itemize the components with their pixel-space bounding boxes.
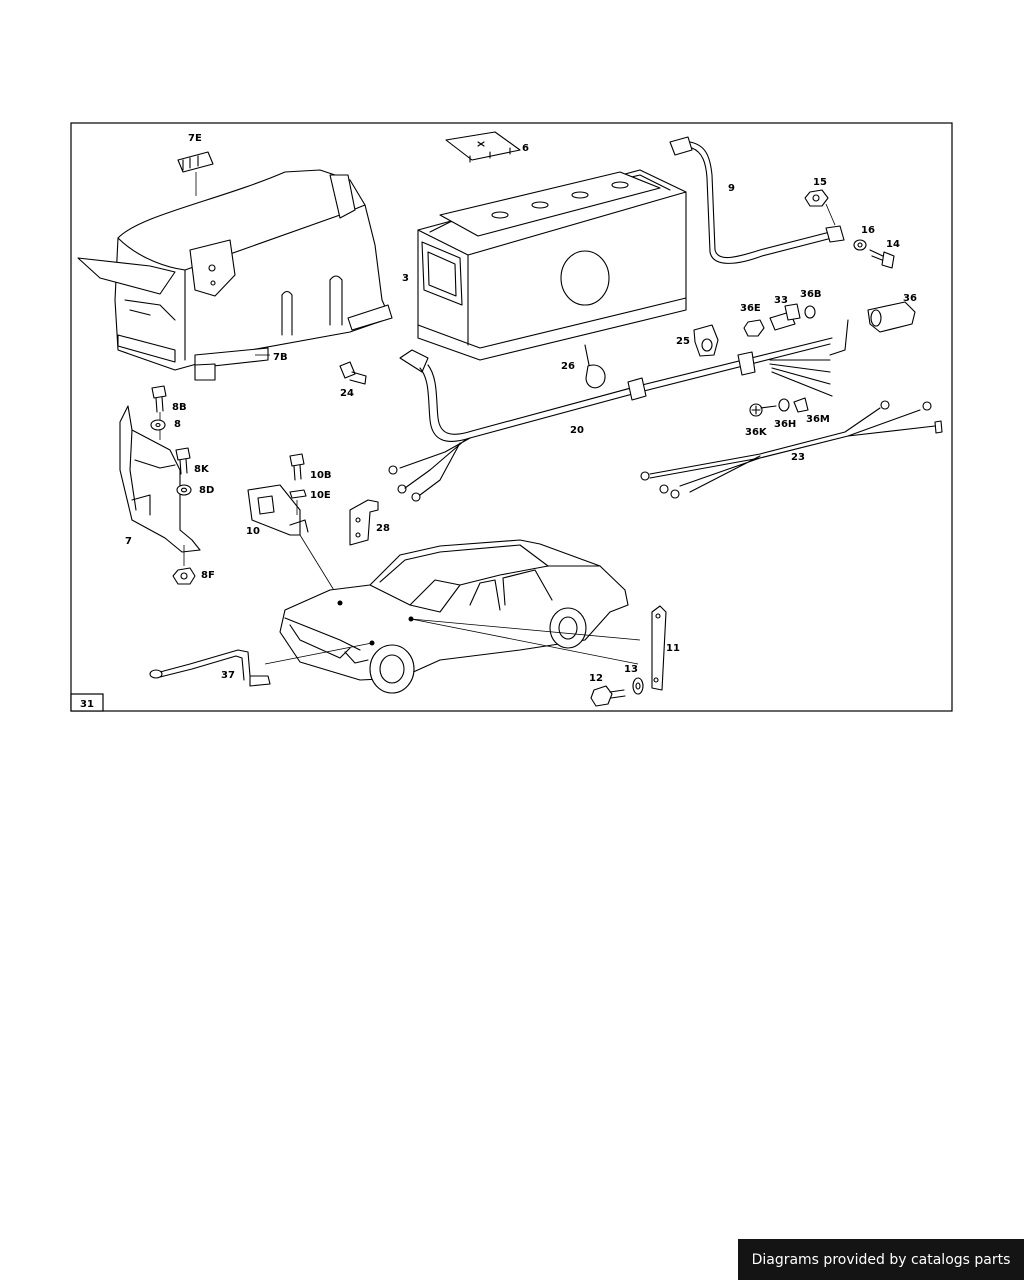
part-20-cable[interactable]	[388, 319, 849, 502]
label-16: 16	[861, 225, 875, 236]
part-24-bolt[interactable]	[339, 361, 367, 385]
label-33: 33	[774, 295, 788, 306]
part-15-nut[interactable]	[804, 189, 836, 226]
label-12: 12	[589, 673, 603, 684]
part-36b-washer[interactable]	[804, 305, 816, 319]
part-8-washer[interactable]	[150, 419, 166, 431]
watermark-banner: Diagrams provided by catalogs parts	[738, 1239, 1024, 1280]
label-15: 15	[813, 177, 827, 188]
label-8k: 8K	[194, 464, 210, 475]
part-10b-bolt[interactable]	[289, 453, 305, 481]
label-14: 14	[886, 239, 900, 250]
part-7b-cover[interactable]	[77, 169, 393, 381]
part-37-strap[interactable]	[149, 649, 271, 687]
part-labels: 7E 6 9 15 16 14 3 36 36B 33 36E 25 7B 26…	[125, 133, 917, 684]
label-24: 24	[340, 388, 354, 399]
part-7e-clip[interactable]	[177, 151, 214, 196]
label-26: 26	[561, 361, 575, 372]
car-illustration	[264, 539, 641, 694]
part-25-grommet[interactable]	[693, 324, 719, 357]
label-36m: 36M	[806, 414, 830, 425]
label-8d: 8D	[199, 485, 214, 496]
part-8f-nut[interactable]	[172, 545, 196, 585]
part-26-clamp[interactable]	[584, 344, 606, 389]
part-28-bracket[interactable]	[349, 499, 379, 546]
part-8d-washer[interactable]	[176, 484, 192, 496]
part-14-bolt[interactable]	[869, 249, 895, 269]
label-6: 6	[522, 143, 529, 154]
part-33-terminal[interactable]	[769, 303, 801, 331]
part-12-bolt[interactable]	[590, 685, 626, 707]
part-23-harness[interactable]	[640, 400, 943, 499]
part-13-washer[interactable]	[632, 677, 644, 695]
label-7b: 7B	[273, 352, 288, 363]
part-8b-bolt[interactable]	[151, 385, 167, 413]
frame-number: 31	[80, 699, 94, 710]
label-25: 25	[676, 336, 690, 347]
label-36k: 36K	[745, 427, 768, 438]
part-6-lid[interactable]	[445, 131, 521, 163]
label-8: 8	[174, 419, 181, 430]
label-10b: 10B	[310, 470, 332, 481]
part-11-strap[interactable]	[651, 605, 667, 691]
part-36h-washer[interactable]	[778, 398, 790, 412]
part-10-bracket[interactable]	[247, 484, 341, 601]
diagram-frame	[70, 122, 953, 712]
label-36b: 36B	[800, 289, 822, 300]
label-8b: 8B	[172, 402, 187, 413]
label-13: 13	[624, 664, 638, 675]
label-9: 9	[728, 183, 735, 194]
part-16-washer[interactable]	[853, 239, 867, 251]
frame-number-box: 31	[70, 693, 104, 712]
part-10e-washer[interactable]	[289, 489, 307, 499]
label-10e: 10E	[310, 490, 331, 501]
label-36: 36	[903, 293, 917, 304]
label-37: 37	[221, 670, 235, 681]
part-3-battery[interactable]	[417, 169, 687, 361]
label-11: 11	[666, 643, 680, 654]
part-36k-screw[interactable]	[749, 403, 777, 417]
label-28: 28	[376, 523, 390, 534]
part-36m-clip[interactable]	[793, 397, 809, 413]
label-7e: 7E	[188, 133, 202, 144]
label-20: 20	[570, 425, 584, 436]
label-23: 23	[791, 452, 805, 463]
part-7-shield[interactable]	[119, 405, 201, 553]
label-7: 7	[125, 536, 132, 547]
watermark-text: Diagrams provided by catalogs parts	[751, 1251, 1011, 1268]
part-36e-nut[interactable]	[743, 319, 765, 337]
label-36e: 36E	[740, 303, 761, 314]
label-36h: 36H	[774, 419, 796, 430]
part-9-cable[interactable]	[669, 136, 845, 264]
label-10: 10	[246, 526, 260, 537]
part-36-boot[interactable]	[867, 301, 916, 333]
label-3: 3	[402, 273, 409, 284]
label-8f: 8F	[201, 570, 215, 581]
part-8k-bolt[interactable]	[175, 447, 191, 475]
